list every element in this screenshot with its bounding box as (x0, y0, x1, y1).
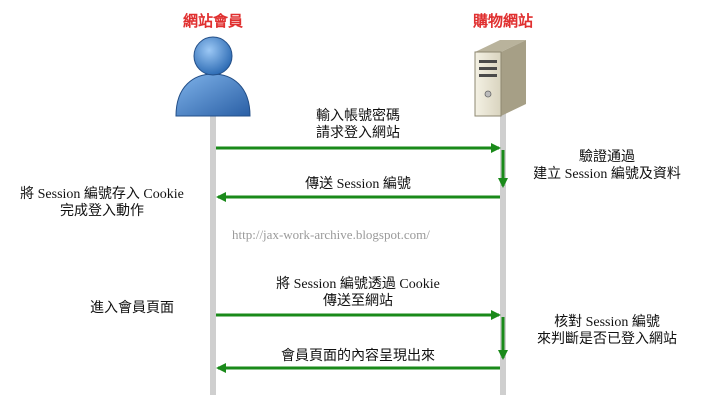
client-note-cookie-line1: 將 Session 編號存入 Cookie (20, 187, 184, 202)
server-note-check-line1: 核對 Session 編號 (554, 315, 660, 330)
msg-label-login: 輸入帳號密碼 請求登入網站 (258, 108, 458, 142)
msg-label-cookie: 將 Session 編號透過 Cookie 傳送至網站 (228, 276, 488, 310)
server-note-check: 核對 Session 編號 來判斷是否已登入網站 (514, 314, 700, 348)
msg-label-login-line1: 輸入帳號密碼 (316, 109, 400, 124)
member-title: 網站會員 (182, 12, 243, 30)
msg-label-content-line1: 會員頁面的內容呈現出來 (281, 349, 435, 364)
client-note-cookie: 將 Session 編號存入 Cookie 完成登入動作 (2, 186, 202, 220)
client-note-member-page: 進入會員頁面 (62, 300, 202, 317)
server-note-verify-line2: 建立 Session 編號及資料 (533, 167, 681, 182)
server-note-verify-line1: 驗證通過 (579, 150, 635, 165)
shop-title: 購物網站 (472, 12, 533, 30)
server-note-check-line2: 來判斷是否已登入網站 (537, 332, 677, 347)
msg-label-session: 傳送 Session 編號 (258, 176, 458, 193)
server-icon (474, 40, 526, 117)
client-note-member-page-line1: 進入會員頁面 (90, 301, 174, 316)
user-icon (175, 36, 251, 117)
server-note-verify: 驗證通過 建立 Session 編號及資料 (514, 149, 700, 183)
msg-label-session-line1: 傳送 Session 編號 (305, 177, 411, 192)
msg-label-cookie-line2: 傳送至網站 (323, 294, 393, 309)
watermark-url: http://jax-work-archive.blogspot.com/ (232, 227, 430, 242)
msg-label-content: 會員頁面的內容呈現出來 (238, 348, 478, 365)
client-note-cookie-line2: 完成登入動作 (60, 204, 144, 219)
msg-label-login-line2: 請求登入網站 (316, 126, 400, 141)
msg-label-cookie-line1: 將 Session 編號透過 Cookie (276, 277, 440, 292)
